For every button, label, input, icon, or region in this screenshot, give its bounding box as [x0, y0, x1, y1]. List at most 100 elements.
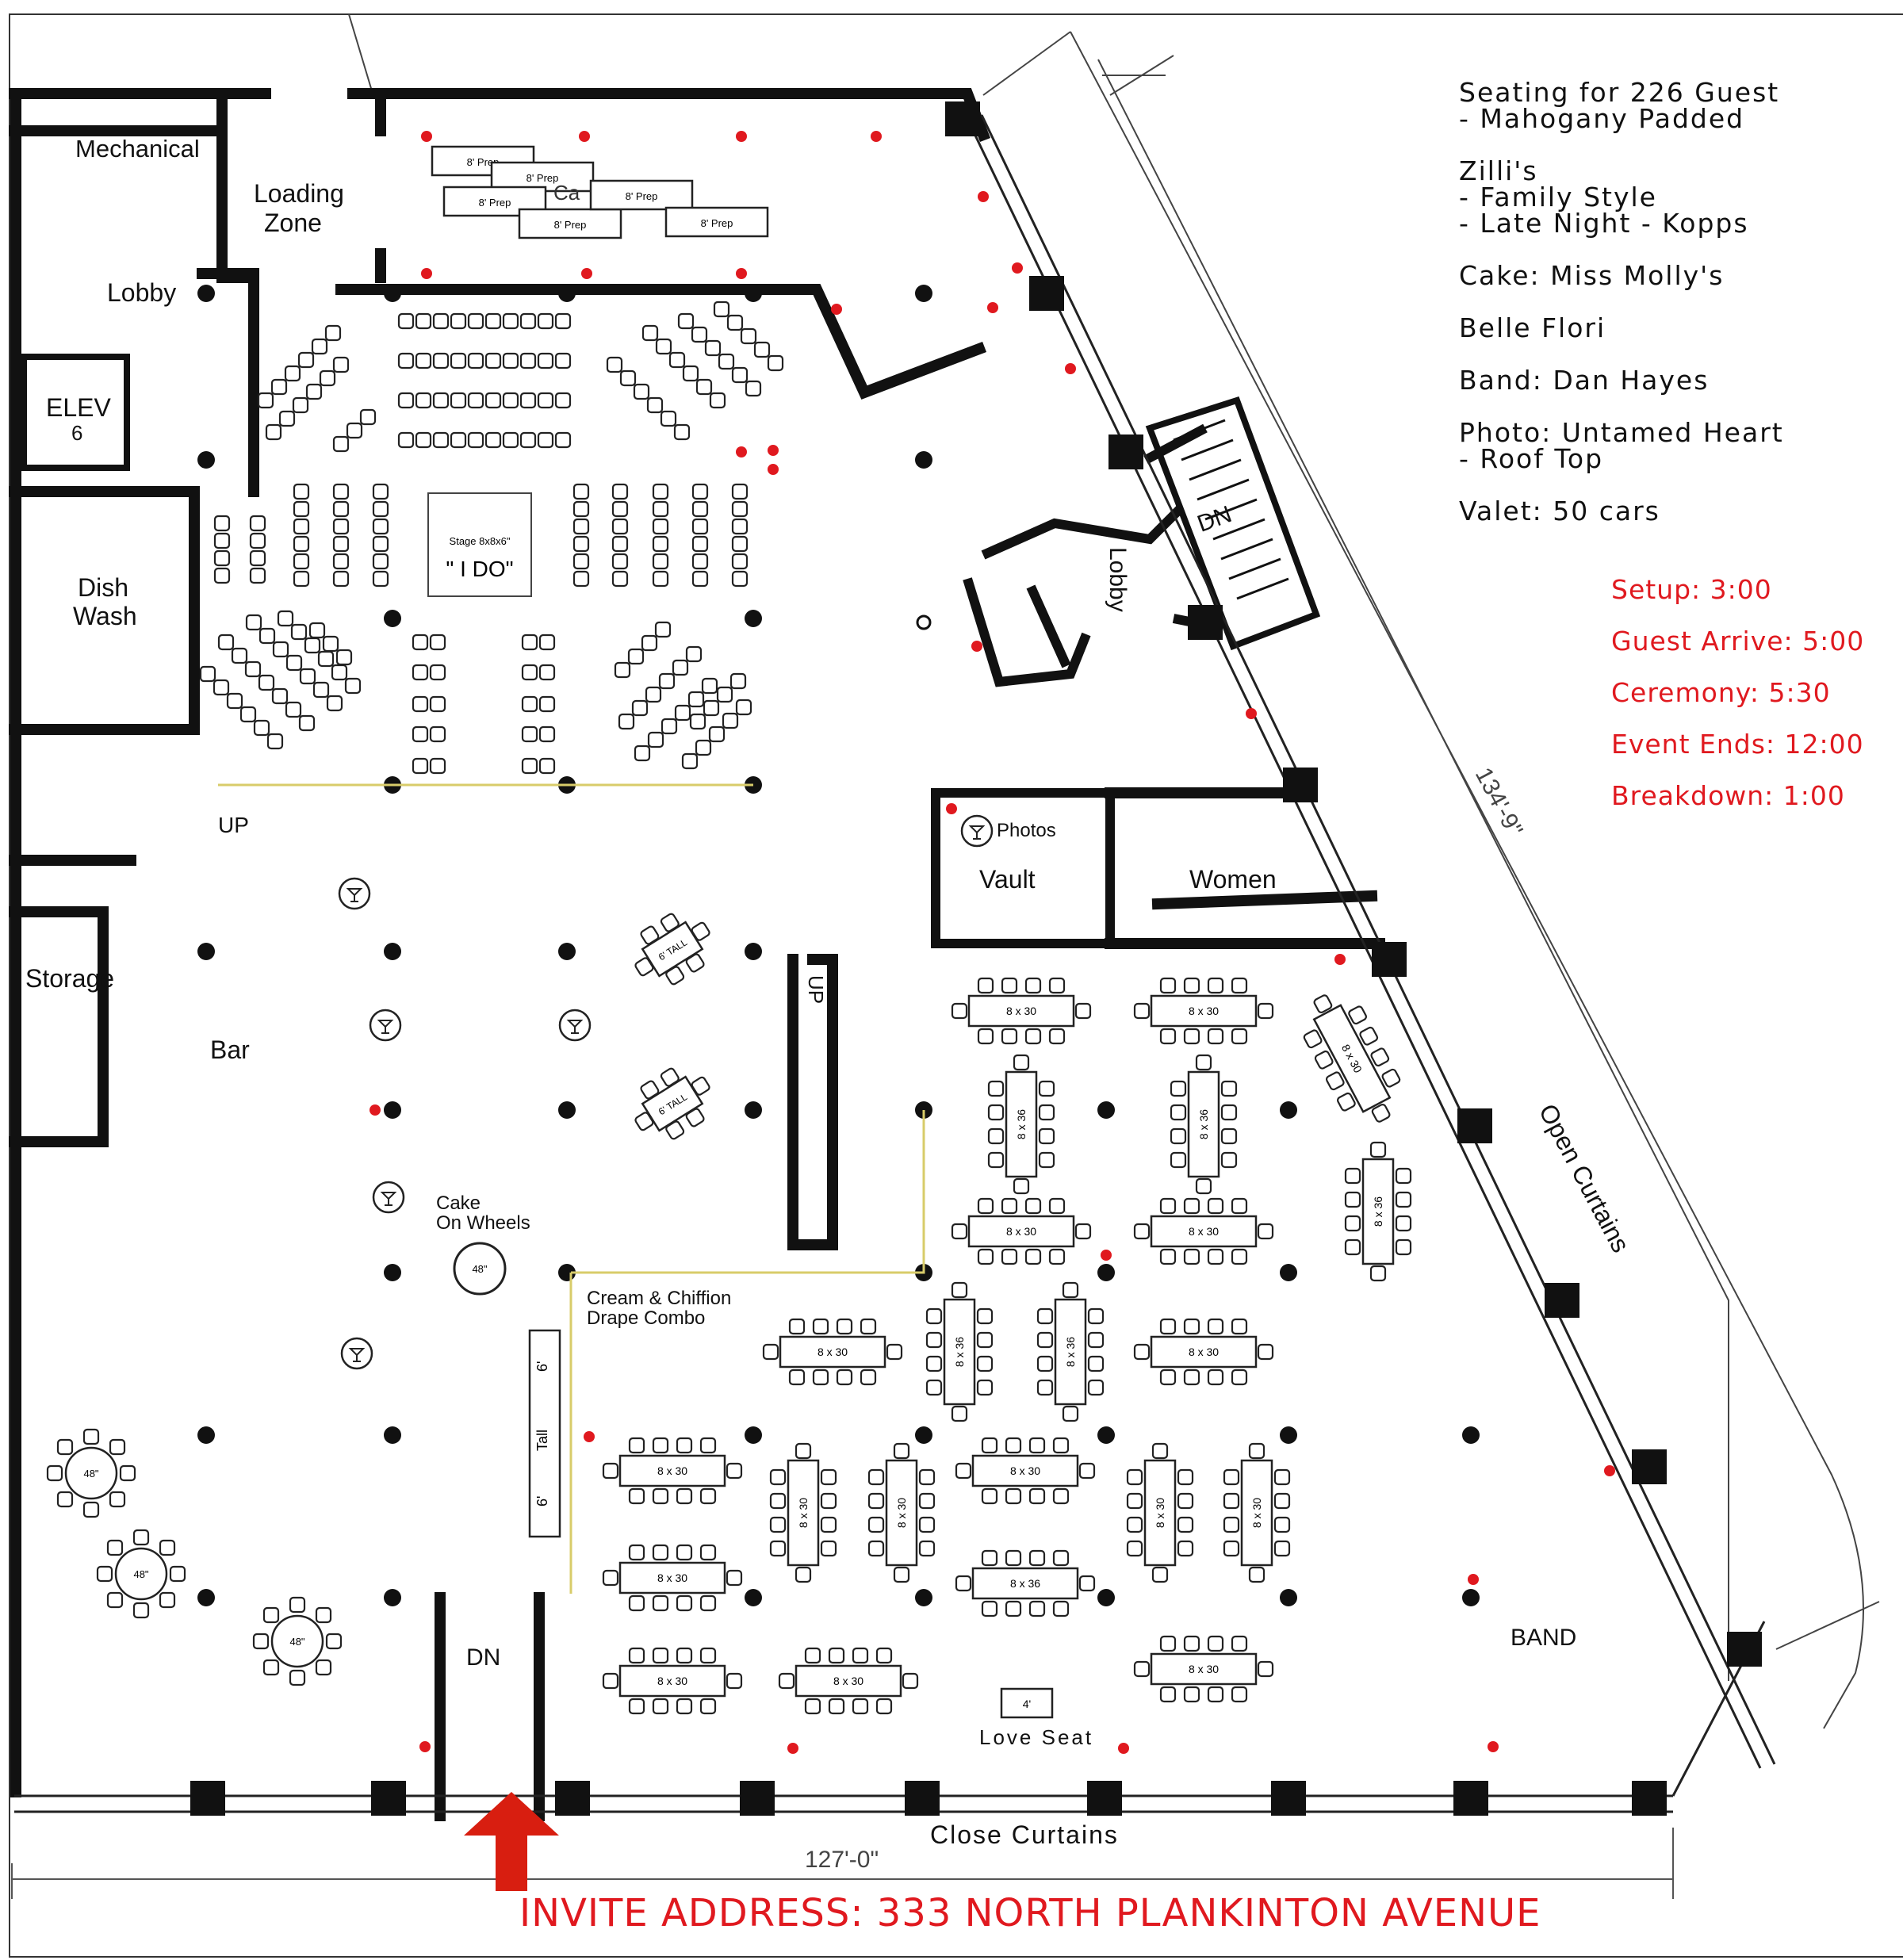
ceremony-chair	[673, 423, 691, 441]
ceremony-chair	[249, 549, 266, 567]
loading-label-1: Loading	[254, 179, 344, 208]
ceremony-chair	[258, 674, 275, 691]
ceremony-chair	[502, 392, 519, 409]
chair	[812, 1318, 829, 1335]
banquet-table: 8 x 30	[951, 977, 1092, 1045]
column	[1280, 1589, 1297, 1606]
red-marker	[768, 464, 779, 475]
chair	[1133, 1343, 1151, 1361]
ceremony-chair	[606, 356, 623, 373]
banquet-table: 8 x 30	[1133, 1197, 1274, 1265]
chair	[1273, 1468, 1291, 1486]
chair	[1231, 1197, 1248, 1215]
ceremony-chair	[299, 668, 316, 685]
ceremony-chair	[249, 515, 266, 532]
chair	[628, 1698, 645, 1715]
ceremony-chair	[297, 351, 315, 369]
banquet-table: 8 x 30	[1302, 993, 1402, 1124]
mechanical-label: Mechanical	[75, 135, 200, 163]
chair	[762, 1343, 779, 1361]
chair	[1052, 1549, 1070, 1567]
ceremony-chair	[432, 312, 450, 330]
chair	[836, 1318, 853, 1335]
chair	[676, 1594, 693, 1612]
column	[384, 610, 401, 627]
ceremony-chair	[722, 712, 739, 729]
column	[1097, 1264, 1115, 1281]
chair	[109, 1491, 126, 1508]
chair	[1126, 1516, 1143, 1533]
love-seat	[1000, 1687, 1054, 1719]
red-marker	[978, 191, 989, 202]
note-caterer-sub1: - Family Style	[1459, 182, 1657, 212]
round-table-label: 48"	[289, 1636, 304, 1648]
ceremony-chair	[709, 392, 726, 409]
ceremony-chair	[244, 660, 262, 678]
ceremony-chair	[660, 718, 678, 735]
ceremony-chair	[308, 622, 326, 639]
red-marker	[421, 131, 432, 142]
ceremony-chair	[538, 664, 556, 681]
chair	[1036, 1355, 1054, 1372]
chair	[1062, 1281, 1079, 1299]
chair	[1257, 1660, 1274, 1678]
photos-label: Photos	[997, 820, 1056, 841]
ceremony-chair	[691, 326, 708, 343]
highboy-icon	[369, 1009, 402, 1042]
ceremony-chair	[554, 392, 572, 409]
ceremony-chair	[521, 725, 538, 743]
column	[197, 451, 215, 469]
ceremony-chair	[332, 435, 350, 453]
chair	[1028, 1549, 1046, 1567]
banquet-table: 8 x 30	[1133, 1318, 1274, 1386]
chair	[1005, 1600, 1022, 1617]
column	[384, 1589, 401, 1606]
ceremony-chair	[655, 338, 672, 355]
event-schedule: Setup: 3:00 Guest Arrive: 5:00 Ceremony:…	[1611, 574, 1864, 832]
ceremony-chair	[614, 661, 631, 679]
red-marker	[987, 302, 998, 313]
chair	[602, 1672, 619, 1690]
ceremony-chair	[703, 699, 720, 717]
chair	[1028, 1600, 1046, 1617]
red-marker	[768, 445, 779, 456]
ceremony-chair	[537, 392, 554, 409]
ceremony-chair	[572, 553, 590, 570]
column	[558, 943, 576, 960]
prep-table-label: 8' Prep	[526, 172, 559, 184]
ceremony-chair	[467, 352, 484, 369]
red-marker	[1065, 363, 1076, 374]
red-marker	[1488, 1741, 1499, 1752]
ceremony-chair	[502, 352, 519, 369]
column	[384, 285, 401, 302]
chair	[1183, 1369, 1200, 1386]
chair	[1038, 1151, 1055, 1169]
ceremony-chair	[258, 627, 276, 645]
ceremony-chair	[293, 518, 310, 535]
ceremony-chair	[729, 672, 747, 690]
chair	[82, 1428, 100, 1445]
red-marker	[419, 1741, 431, 1752]
column	[745, 1101, 762, 1119]
chair	[1013, 1177, 1030, 1195]
chair	[1183, 1635, 1200, 1652]
cocktail-table: 6' TALL	[633, 1066, 712, 1141]
banquet-table: 8 x 30	[955, 1437, 1096, 1505]
red-marker	[584, 1431, 595, 1442]
loading-label-2: Zone	[264, 209, 322, 237]
chair	[1074, 1223, 1092, 1240]
chair	[1335, 1091, 1357, 1113]
ceremony-chair	[432, 431, 450, 449]
chair	[628, 1437, 645, 1454]
ceremony-chair	[332, 500, 350, 518]
ceremony-chair	[672, 659, 689, 676]
ceremony-chair	[691, 553, 709, 570]
chair	[1344, 1238, 1361, 1256]
chair	[169, 1565, 186, 1583]
ceremony-chair	[689, 713, 706, 730]
chair	[46, 1464, 63, 1482]
ceremony-chair	[633, 383, 650, 400]
chair	[1001, 1248, 1018, 1265]
ceremony-chair	[415, 312, 432, 330]
chair	[1036, 1379, 1054, 1396]
